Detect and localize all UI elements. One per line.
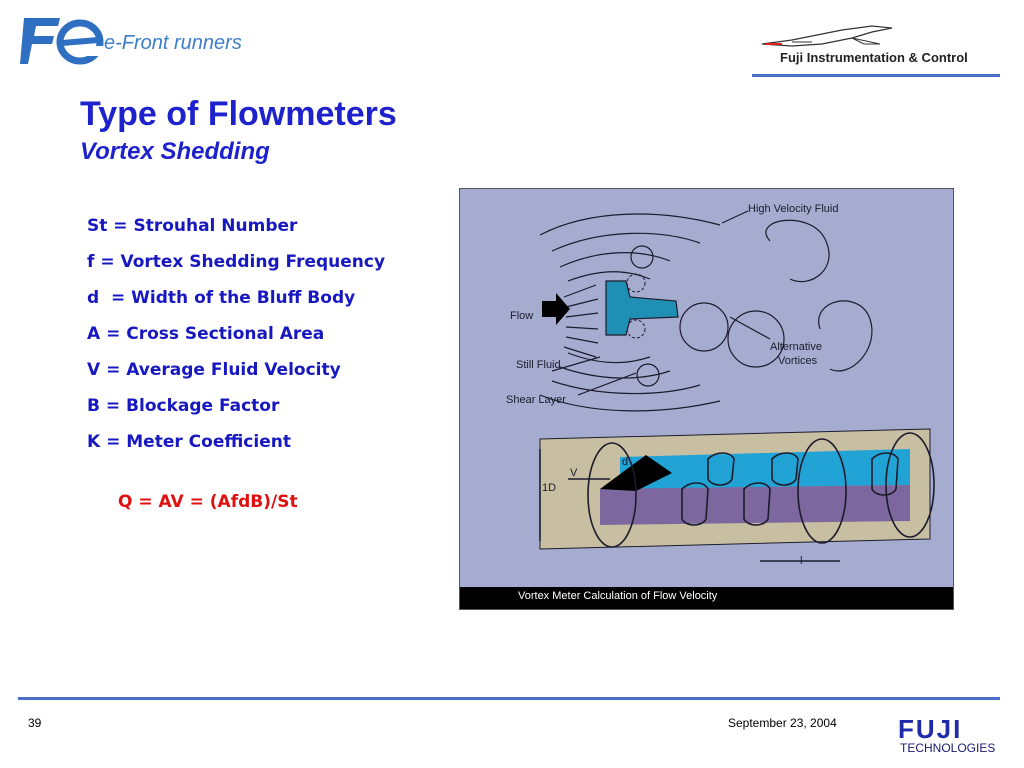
- definition-item: K = Meter Coefficient: [87, 432, 291, 452]
- header-divider: [752, 74, 1000, 77]
- fuji-logo-text: FUJI: [898, 716, 962, 740]
- tagline: e-Front runners: [104, 32, 242, 54]
- flow-formula: Q = AV = (AfdB)/St: [118, 492, 298, 512]
- slide-title: Type of Flowmeters: [80, 95, 397, 133]
- fuji-logo: FUJI: [898, 716, 962, 740]
- definitions-list: St = Strouhal Number f = Vortex Shedding…: [87, 214, 385, 466]
- vortex-diagram: High Velocity Fluid Flow Still Fluid She…: [459, 188, 954, 610]
- caption-bar: Vortex Meter Calculation of Flow Velocit…: [460, 587, 953, 609]
- vortex-diagram-art: [539, 210, 935, 562]
- technologies-label: TECHNOLOGIES: [900, 741, 996, 755]
- page-number: 39: [28, 716, 42, 730]
- footer-date: September 23, 2004: [728, 716, 837, 730]
- label-alternative-vortices-2: Vortices: [778, 355, 818, 367]
- definition-item: A = Cross Sectional Area: [87, 324, 325, 344]
- label-d: d: [622, 456, 629, 468]
- label-v: V: [570, 467, 578, 479]
- jet-icon: [761, 25, 893, 47]
- label-flow: Flow: [510, 310, 534, 322]
- fe-logo: [20, 18, 104, 65]
- definition-item: f = Vortex Shedding Frequency: [87, 252, 386, 272]
- slide-subtitle: Vortex Shedding: [80, 138, 270, 165]
- label-still-fluid: Still Fluid: [516, 359, 561, 371]
- label-shear-layer: Shear Layer: [506, 394, 566, 406]
- figure-caption: Vortex Meter Calculation of Flow Velocit…: [518, 590, 718, 602]
- definition-item: B = Blockage Factor: [87, 396, 280, 416]
- definition-item: St = Strouhal Number: [87, 216, 298, 236]
- definition-item: d = Width of the Bluff Body: [87, 288, 356, 308]
- footer-divider: [18, 697, 1000, 700]
- label-high-velocity: High Velocity Fluid: [748, 203, 839, 215]
- label-alternative-vortices-1: Alternative: [770, 341, 822, 353]
- label-l: l: [800, 555, 803, 567]
- label-1d: 1D: [542, 482, 557, 494]
- company-name: Fuji Instrumentation & Control: [780, 50, 968, 65]
- definition-item: V = Average Fluid Velocity: [87, 360, 341, 380]
